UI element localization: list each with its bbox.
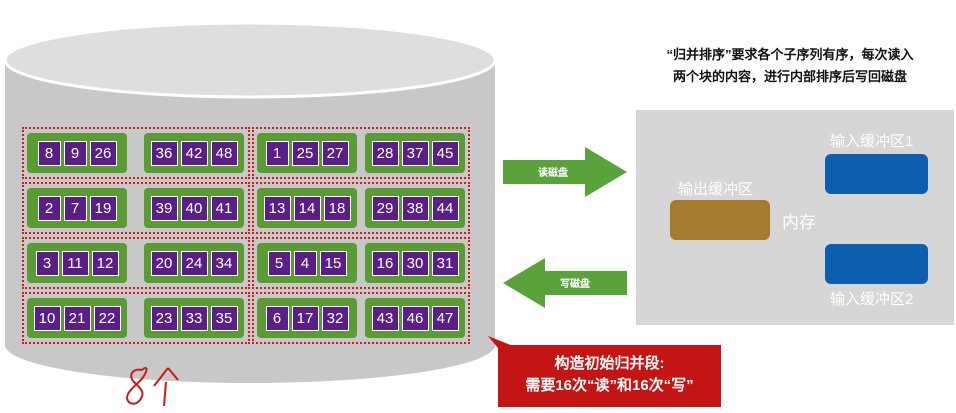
- record-cell: 19: [89, 195, 117, 221]
- record-cell: 15: [319, 250, 347, 276]
- record-cell: 4: [293, 250, 317, 276]
- record-cell: 8: [37, 140, 61, 166]
- block-pair-outline: [252, 182, 470, 234]
- record-cell: 35: [210, 305, 238, 331]
- record-cell: 7: [63, 195, 87, 221]
- disk-top: [3, 21, 497, 99]
- input-buffer-2-label: 输入缓冲区2: [830, 291, 914, 308]
- record-cell: 16: [371, 250, 399, 276]
- record-cell: 36: [150, 140, 178, 166]
- record-cell: 30: [401, 250, 429, 276]
- note-line-2: 两个块的内容，进行内部排序后写回磁盘: [672, 69, 907, 84]
- record-cell: 28: [371, 140, 399, 166]
- record-cell: 33: [180, 305, 208, 331]
- record-cell: 29: [371, 195, 399, 221]
- handwritten-annotation: [126, 367, 179, 407]
- callout-line-2: 需要16次“读”和16次“写”: [525, 377, 694, 394]
- block-pair-outline: [22, 127, 250, 179]
- block-pair-outline: [22, 182, 250, 234]
- record-cell: 27: [321, 140, 349, 166]
- record-cell: 42: [180, 140, 208, 166]
- record-cell: 18: [323, 195, 351, 221]
- record-cell: 9: [63, 140, 87, 166]
- record-cell: 20: [150, 250, 178, 276]
- block-pair-outline: [252, 127, 470, 179]
- record-cell: 1: [265, 140, 289, 166]
- record-cell: 37: [401, 140, 429, 166]
- record-cell: 5: [267, 250, 291, 276]
- input-buffer-1: [825, 154, 928, 194]
- record-cell: 6: [265, 305, 289, 331]
- memory-panel: 输入缓冲区1 输出缓冲区 内存 输入缓冲区2: [636, 110, 954, 325]
- memory-label: 内存: [782, 213, 816, 232]
- block-pair-outline: [252, 292, 470, 344]
- record-cell: 11: [61, 250, 89, 276]
- record-cell: 48: [210, 140, 238, 166]
- record-cell: 32: [321, 305, 349, 331]
- record-cell: 44: [431, 195, 459, 221]
- record-cell: 21: [63, 305, 91, 331]
- record-cell: 22: [93, 305, 121, 331]
- record-cell: 39: [150, 195, 178, 221]
- record-cell: 17: [291, 305, 319, 331]
- callout-line-1: 构造初始归并段:: [554, 355, 665, 372]
- write-disk-arrow: [503, 258, 627, 308]
- record-cell: 38: [401, 195, 429, 221]
- record-cell: 43: [371, 305, 399, 331]
- record-cell: 13: [263, 195, 291, 221]
- input-buffer-2: [825, 244, 928, 284]
- record-cell: 23: [150, 305, 178, 331]
- record-cell: 2: [37, 195, 61, 221]
- input-buffer-1-label: 输入缓冲区1: [830, 133, 914, 150]
- output-buffer-label: 输出缓冲区: [678, 181, 754, 198]
- read-disk-label: 读磁盘: [538, 168, 568, 179]
- record-cell: 41: [210, 195, 238, 221]
- merge-sort-note: “归并排序”要求各个子序列有序，每次读入 两个块的内容，进行内部排序后写回磁盘: [640, 44, 940, 88]
- record-cell: 45: [431, 140, 459, 166]
- block-pair-outline: [22, 292, 250, 344]
- note-line-1: “归并排序”要求各个子序列有序，每次读入: [666, 47, 914, 62]
- record-cell: 25: [291, 140, 319, 166]
- record-cell: 47: [431, 305, 459, 331]
- record-cell: 46: [401, 305, 429, 331]
- record-cell: 12: [91, 250, 119, 276]
- block-pair-outline: [22, 237, 250, 289]
- record-cell: 34: [210, 250, 238, 276]
- record-cell: 40: [180, 195, 208, 221]
- record-cell: 14: [293, 195, 321, 221]
- output-buffer: [670, 200, 770, 240]
- record-cell: 10: [33, 305, 61, 331]
- record-cell: 24: [180, 250, 208, 276]
- read-disk-arrow: [503, 147, 627, 197]
- write-disk-label: 写磁盘: [560, 279, 590, 290]
- record-cell: 26: [89, 140, 117, 166]
- record-cell: 31: [431, 250, 459, 276]
- record-cell: 3: [35, 250, 59, 276]
- block-pair-outline: [252, 237, 470, 289]
- initial-runs-callout: 构造初始归并段: 需要16次“读”和16次“写”: [498, 345, 721, 407]
